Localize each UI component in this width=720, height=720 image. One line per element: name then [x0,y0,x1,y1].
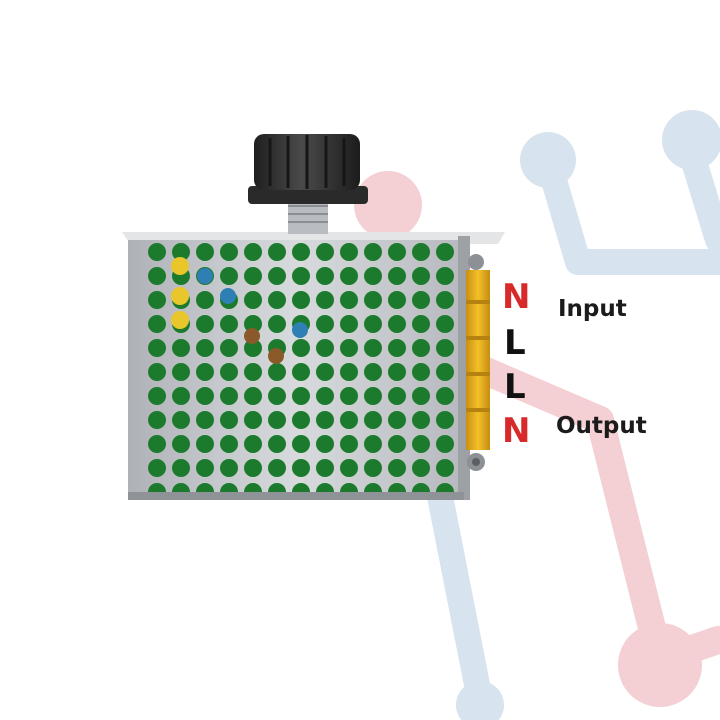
knob-base [248,186,368,204]
output-label: Output [556,413,647,439]
terminal-label-l-lower: L [504,367,526,407]
terminal-label-n-top: N [502,277,531,317]
terminal-label-n-bottom: N [502,411,531,451]
input-label: Input [558,296,627,322]
terminal-label-l-upper: L [504,323,526,363]
